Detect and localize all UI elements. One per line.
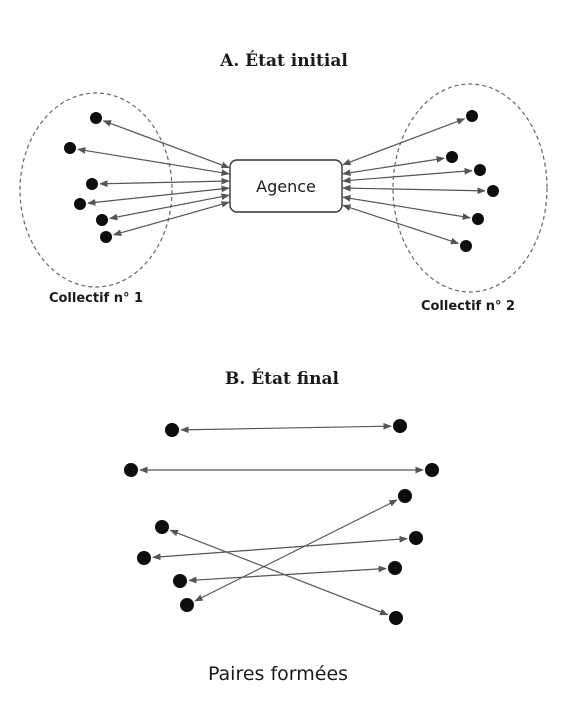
initial-links-group xyxy=(77,118,486,245)
collectif-1-member xyxy=(64,142,76,154)
collectif-2-member xyxy=(487,185,499,197)
initial-link xyxy=(87,185,230,206)
pair-link xyxy=(152,535,408,561)
initial-link xyxy=(342,184,486,195)
collectif-1-member xyxy=(90,112,102,124)
initial-link xyxy=(102,120,230,169)
section-a-title: A. État initial xyxy=(219,50,348,71)
pair-link xyxy=(188,565,387,584)
right-member xyxy=(425,463,439,477)
collectif-2-member xyxy=(474,164,486,176)
right-member xyxy=(389,611,403,625)
initial-link xyxy=(342,167,473,184)
initial-link xyxy=(77,147,230,176)
final-nodes-group xyxy=(124,419,439,625)
initial-link xyxy=(99,177,230,188)
initial-link xyxy=(342,195,471,220)
right-member xyxy=(393,419,407,433)
collectif-2-member xyxy=(460,240,472,252)
collectif-2-ellipse xyxy=(392,83,548,293)
collectif-1-member xyxy=(96,214,108,226)
left-member xyxy=(173,574,187,588)
left-member xyxy=(180,598,194,612)
collectif-1-member xyxy=(100,231,112,243)
collectif-1-label: Collectif n° 1 xyxy=(49,291,143,306)
initial-link xyxy=(342,204,460,245)
agence-label: Agence xyxy=(256,177,316,196)
left-member xyxy=(165,423,179,437)
left-member xyxy=(155,520,169,534)
initial-nodes-group xyxy=(64,110,499,252)
collectif-2-member xyxy=(466,110,478,122)
right-member xyxy=(388,561,402,575)
final-links-group xyxy=(139,422,424,616)
left-member xyxy=(137,551,151,565)
right-member xyxy=(409,531,423,545)
collectif-2-member xyxy=(446,151,458,163)
pair-link xyxy=(194,499,398,602)
collectif-1-member xyxy=(74,198,86,210)
left-member xyxy=(124,463,138,477)
agence-box xyxy=(229,159,343,213)
pairs-caption: Paires formées xyxy=(208,663,348,685)
collectif-1-member xyxy=(86,178,98,190)
section-b-title: B. État final xyxy=(225,368,340,389)
right-member xyxy=(398,489,412,503)
pair-link xyxy=(180,422,392,434)
initial-link xyxy=(112,201,230,237)
collectif-2-member xyxy=(472,213,484,225)
collectif-2-label: Collectif n° 2 xyxy=(421,299,515,314)
